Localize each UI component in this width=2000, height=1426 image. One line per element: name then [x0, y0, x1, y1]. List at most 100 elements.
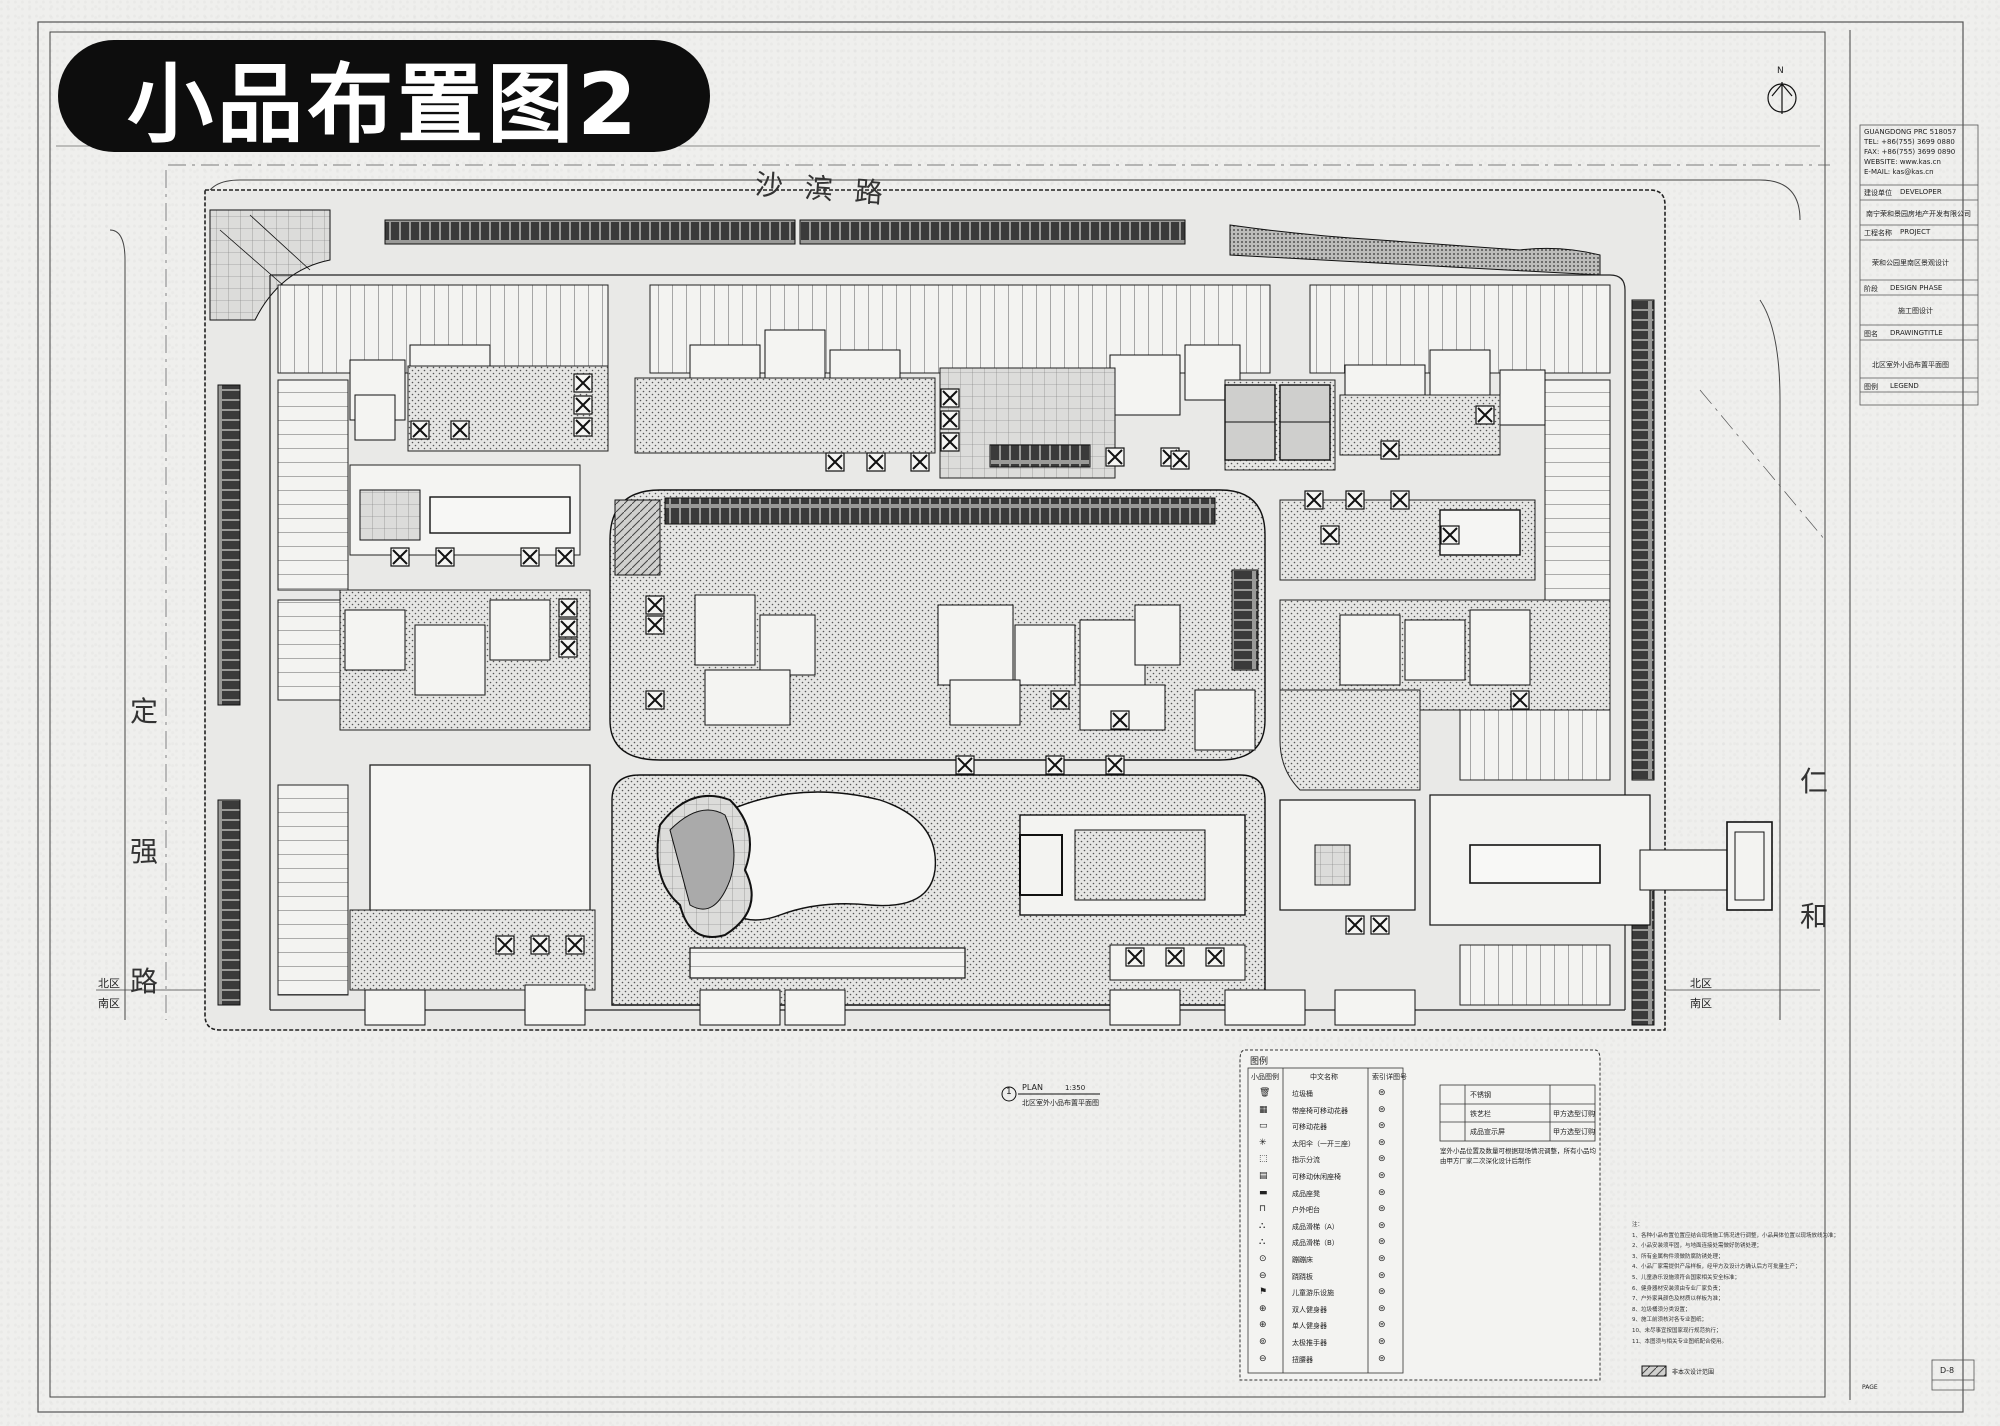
legend-ref-icon: ⊜	[1378, 1187, 1386, 1198]
road-label-west-3: 路	[130, 965, 159, 998]
company-line: GUANGDONG PRC 518057	[1864, 128, 1957, 136]
legend-ref-icon: ⊜	[1378, 1337, 1386, 1347]
phase-label: 阶段	[1864, 285, 1878, 293]
legend-ref-icon: ⊜	[1378, 1303, 1386, 1314]
legend-symbol-icon: ⊙	[1259, 1254, 1267, 1264]
plan-scale: 1:350	[1065, 1084, 1086, 1092]
legend-item: 可移动休闲座椅	[1292, 1173, 1341, 1181]
legend-symbol-icon: ⊖	[1259, 1353, 1267, 1364]
legend-symbol-icon: ⊓	[1259, 1204, 1267, 1215]
legend-right-item: 铁艺栏	[1470, 1110, 1491, 1118]
note-line: 7、户外家具颜色及材质以样板为准；	[1632, 1296, 1724, 1303]
legend-symbol-icon: ⊕	[1259, 1303, 1267, 1314]
legend-header-ref: 索引详图号	[1372, 1073, 1407, 1081]
company-line: WEBSITE: www.kas.cn	[1864, 158, 1941, 166]
project-value: 荣和公园里南区景观设计	[1872, 259, 1949, 267]
note-line: 11、本图须与相关专业图纸配合使用。	[1632, 1338, 1727, 1345]
legend-item: 成品滑梯（A）	[1292, 1222, 1339, 1231]
hatch-label: 非本次设计范围	[1672, 1369, 1715, 1376]
note-line: 9、施工前须核对各专业图纸；	[1632, 1317, 1708, 1324]
legend-ref-icon: ⊜	[1378, 1270, 1386, 1281]
legend-ref-icon: ⊜	[1378, 1254, 1386, 1264]
legend-item: 跷跷板	[1292, 1272, 1313, 1281]
legend-item: 蹦蹦床	[1292, 1256, 1313, 1264]
legend-item: 太阳伞（一开三座）	[1292, 1139, 1355, 1148]
legend-ref-icon: ⊜	[1378, 1121, 1386, 1132]
legend-item: 可移动花器	[1292, 1123, 1327, 1132]
legend-item: 指示分流	[1292, 1156, 1320, 1165]
drawing-label: 图名	[1864, 330, 1878, 338]
legend-item: 户外吧台	[1292, 1206, 1320, 1215]
legend-symbol-icon: ⊖	[1259, 1270, 1267, 1281]
north-arrow-label: N	[1777, 66, 1784, 76]
page-number: D-8	[1940, 1366, 1955, 1375]
title-badge: 小品布置图2	[58, 40, 710, 155]
legend-ref-icon: ⊜	[1378, 1204, 1386, 1215]
zone-label-east-south: 南区	[1690, 997, 1712, 1010]
legend-ref-icon: ⊜	[1378, 1171, 1386, 1181]
legend-ref-icon: ⊜	[1378, 1353, 1386, 1364]
note-line: 10、未尽事宜按国家现行规范执行；	[1632, 1327, 1722, 1334]
legend-item: 单人健身器	[1292, 1322, 1327, 1331]
company-line: E-MAIL: kas@kas.cn	[1864, 168, 1934, 176]
page-title: 小品布置图2	[127, 54, 641, 155]
legend-ref-icon: ⊜	[1378, 1220, 1386, 1231]
road-label-east-1: 仁	[1800, 765, 1829, 798]
note-line: 4、小品厂家需提供产品样板，经甲方及设计方确认后方可批量生产；	[1632, 1264, 1801, 1271]
legend-symbol-icon: ⛬	[1259, 1220, 1266, 1231]
road-label-west-1: 定	[130, 695, 159, 728]
phase-label-en: DESIGN PHASE	[1890, 284, 1943, 292]
legend-symbol-icon: ⊚	[1259, 1337, 1267, 1347]
legend-symbol-icon: ⊕	[1259, 1320, 1267, 1331]
page-label: PAGE	[1862, 1384, 1878, 1391]
legend-ref-icon: ⊜	[1378, 1237, 1386, 1248]
legend-ref-icon: ⊜	[1378, 1088, 1386, 1098]
legend-symbol-icon: ▭	[1259, 1121, 1268, 1132]
legend-symbol-icon: ✳	[1259, 1137, 1267, 1148]
legend-symbol-icon: ▦	[1259, 1104, 1268, 1115]
legend-symbol-icon: 🗑	[1259, 1088, 1271, 1098]
legend-ref-icon: ⊜	[1378, 1320, 1386, 1331]
legend-symbol-icon: ⚑	[1259, 1287, 1268, 1298]
legend-header-name: 中文名称	[1310, 1073, 1338, 1081]
road-label-east-2: 和	[1800, 900, 1829, 933]
design-notes: 注：1、各种小品布置位置应结合现场施工情况进行调整，小品具体位置以现场放线为准；…	[1632, 1220, 1872, 1347]
legend-item: 成品座凳	[1292, 1189, 1320, 1198]
client-label: 建设单位	[1864, 189, 1892, 197]
legend-ref-icon: ⊜	[1378, 1287, 1386, 1298]
legend-symbol-icon: ▬	[1259, 1187, 1268, 1198]
project-label-en: PROJECT	[1900, 228, 1931, 236]
legend-symbol-icon: ⛬	[1259, 1237, 1266, 1248]
road-label-west-2: 强	[130, 835, 159, 868]
phase-value: 施工图设计	[1898, 307, 1933, 315]
drawing-value: 北区室外小品布置平面图	[1872, 361, 1949, 369]
client-value: 南宁荣和景园房地产开发有限公司	[1866, 210, 1971, 218]
legend-ref-icon: ⊜	[1378, 1104, 1386, 1115]
note-line: 2、小品安装须牢固，与地面连接处需做好防锈处理；	[1632, 1243, 1763, 1250]
company-line: FAX: +86(755) 3699 0890	[1864, 148, 1956, 156]
legend-item: 成品滑梯（B）	[1292, 1239, 1339, 1248]
plan-label: PLAN	[1022, 1083, 1043, 1092]
legend-right-ref: 甲方选型订购	[1553, 1128, 1595, 1136]
company-line: TEL: +86(755) 3699 0880	[1864, 138, 1955, 146]
note-line: 8、垃圾桶须分类设置；	[1632, 1306, 1691, 1313]
legend-ref-icon: ⊜	[1378, 1137, 1386, 1148]
legend-item: 带座椅可移动花器	[1292, 1106, 1348, 1115]
legend-title: 图例	[1250, 1057, 1269, 1067]
scale-label: 图例	[1864, 383, 1878, 391]
legend-ref-icon: ⊜	[1378, 1154, 1386, 1165]
legend-header-symbol: 小品图例	[1251, 1073, 1279, 1081]
legend-right-item: 成品宣示屏	[1470, 1128, 1505, 1136]
legend-symbol-icon: ▤	[1259, 1171, 1268, 1181]
legend-item: 双人健身器	[1292, 1305, 1327, 1314]
note-line: 注：	[1632, 1222, 1644, 1228]
client-label-en: DEVELOPER	[1900, 188, 1942, 196]
note-line: 5、儿童游乐设施须符合国家相关安全标准；	[1632, 1274, 1741, 1281]
legend-symbol-icon: ⬚	[1259, 1154, 1268, 1165]
legend-right-ref: 甲方选型订购	[1553, 1110, 1595, 1118]
legend-note: 室外小品位置及数量可根据现场情况调整，所有小品均由甲方厂家二次深化设计后制作	[1440, 1147, 1596, 1165]
legend-right-item: 不锈钢	[1470, 1091, 1491, 1099]
plan-subtitle: 北区室外小品布置平面图	[1022, 1099, 1099, 1107]
legend-item: 儿童游乐设施	[1292, 1289, 1334, 1298]
